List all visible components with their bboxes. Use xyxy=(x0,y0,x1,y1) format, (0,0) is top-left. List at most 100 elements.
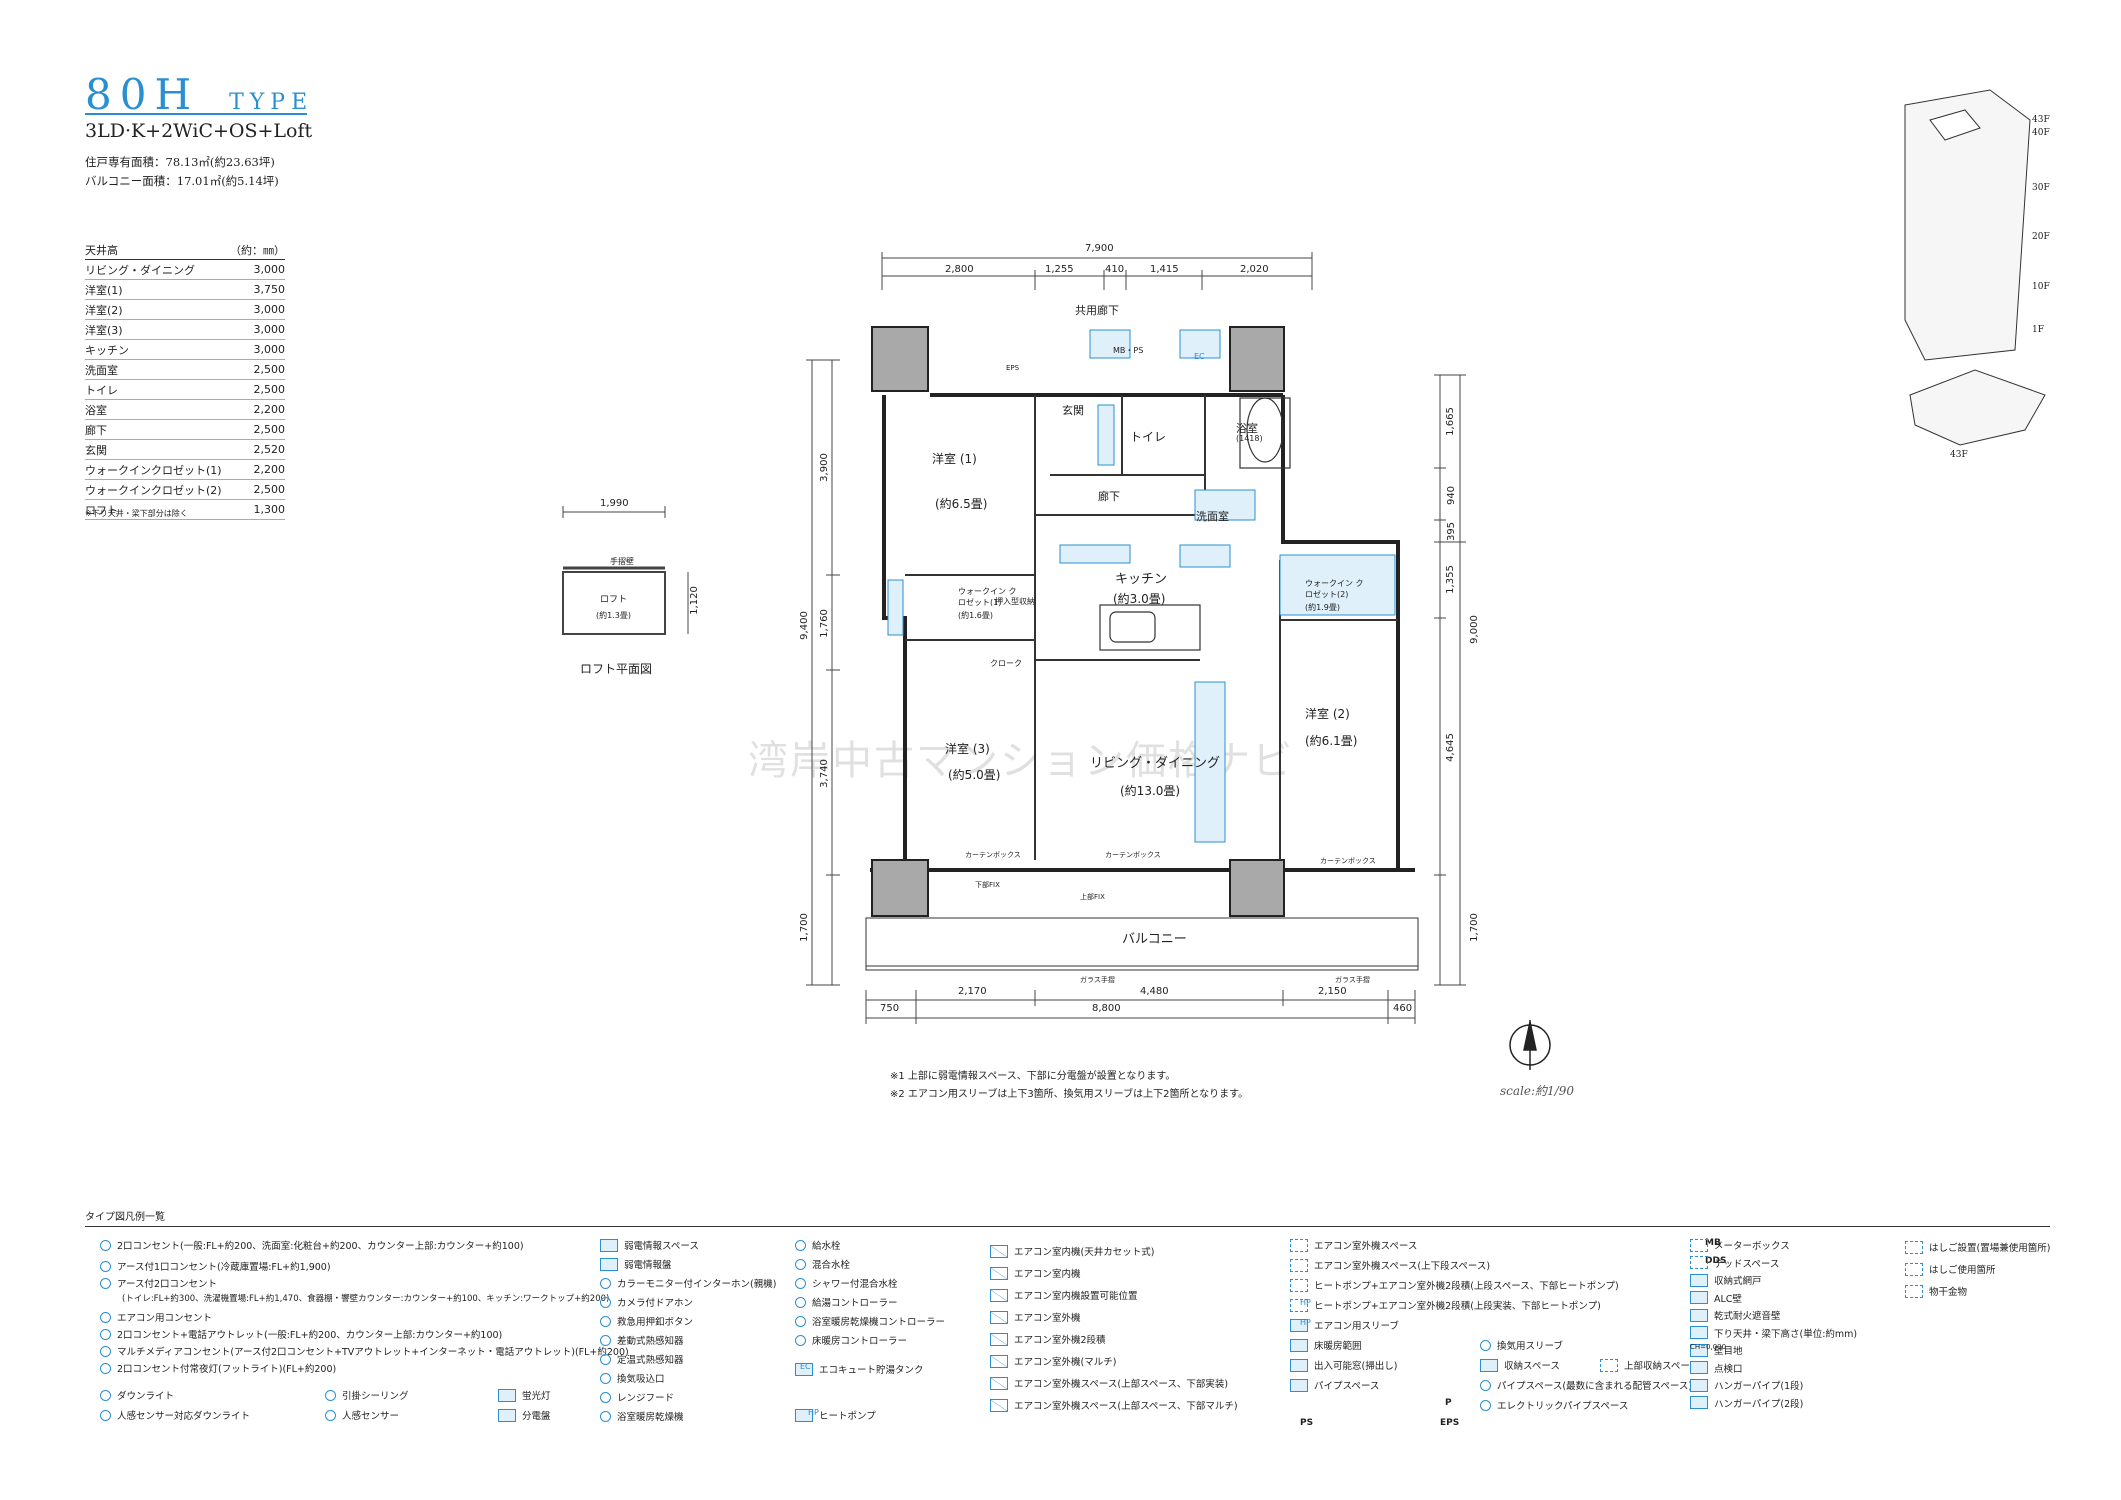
legend-symbol-icon xyxy=(1290,1298,1308,1312)
floor-30: 30F xyxy=(2032,183,2050,193)
legend-item: エアコン室外機 xyxy=(990,1310,1081,1324)
dim-left-total: 9,400 xyxy=(798,611,810,640)
glass-rail-2: ガラス手摺 xyxy=(1335,976,1370,984)
legend-item: アース付1口コンセント(冷蔵庫置場:FL+約1,900) xyxy=(100,1259,331,1273)
legend-item: 点検口 xyxy=(1690,1361,1743,1375)
legend-symbol-icon xyxy=(1690,1396,1708,1409)
loft-room: ロフト xyxy=(600,595,628,605)
legend-symbol-icon xyxy=(600,1296,611,1308)
dim-right-total: 9,000 xyxy=(1468,615,1480,644)
legend-item: 弱電情報スペース xyxy=(600,1238,699,1252)
legend-label: 引掛シーリング xyxy=(342,1391,409,1402)
legend-item: レンジフード xyxy=(600,1390,674,1404)
dim-right-6: 1,700 xyxy=(1468,913,1480,942)
legend-symbol-icon xyxy=(1905,1284,1923,1298)
legend-symbol-icon xyxy=(100,1409,111,1421)
loft-width-dim: 1,990 xyxy=(600,498,629,509)
legend-item: 弱電情報盤 xyxy=(600,1257,672,1271)
legend-symbol-icon xyxy=(990,1266,1008,1280)
ceiling-value: 3,000 xyxy=(227,339,285,360)
legend-title: タイプ図凡例一覧 xyxy=(85,1212,165,1223)
note-1: ※1 上部に弱電情報スペース、下部に分電盤が設置となります。 xyxy=(890,1071,1176,1082)
legend-label: エアコン室外機スペース(上下段スペース) xyxy=(1314,1261,1491,1272)
legend-label: メーターボックス xyxy=(1714,1241,1790,1252)
legend-item: 引掛シーリング xyxy=(325,1388,409,1402)
legend-item: アース付2口コンセント xyxy=(100,1276,217,1290)
room-kitchen: キッチン xyxy=(1115,572,1168,587)
legend-label: はしご使用箇所 xyxy=(1929,1265,1996,1276)
legend-symbol-icon xyxy=(1290,1378,1308,1392)
room-western2: 洋室 (2) xyxy=(1305,707,1350,721)
dim-bottom-2: 2,170 xyxy=(958,986,987,997)
ceiling-room: 玄関 xyxy=(85,439,228,460)
legend-label: 収納式網戸 xyxy=(1714,1276,1762,1287)
legend-symbol-icon xyxy=(600,1372,611,1384)
floor-43: 43F xyxy=(2032,115,2050,125)
legend-label: ダウンライト xyxy=(117,1391,175,1402)
legend-symbol-icon xyxy=(1690,1361,1708,1374)
ceiling-room: リビング・ダイニング xyxy=(85,259,228,280)
ceiling-table-note: ※下り天井・梁下部分は除く xyxy=(85,509,188,518)
legend-label: マルチメディアコンセント(アース付2口コンセント+TVアウトレット+インターネッ… xyxy=(117,1347,629,1358)
room-wic1-size: (約1.6畳) xyxy=(958,611,993,620)
loft-caption: ロフト平面図 xyxy=(580,662,653,676)
legend-label: カメラ付ドアホン xyxy=(617,1298,694,1309)
legend-label: 床暖房範囲 xyxy=(1314,1341,1362,1352)
room-bath: 浴室 xyxy=(1236,422,1258,435)
ceiling-room: 廊下 xyxy=(85,419,228,440)
legend-symbol-icon xyxy=(1290,1358,1308,1372)
legend-label: シャワー付混合水栓 xyxy=(812,1279,898,1290)
legend-item: エアコン室外機スペース xyxy=(1290,1238,1417,1252)
legend-ec-code: EC xyxy=(800,1362,811,1371)
dim-right-5: 4,645 xyxy=(1444,733,1456,762)
legend-item: 壁目地 xyxy=(1690,1343,1743,1357)
legend-label: パイプスペース(最数に含まれる配管スペース) xyxy=(1497,1381,1693,1392)
room-wic1: ウォークイン クロゼット(1) xyxy=(958,587,1017,607)
legend-label: パイプスペース xyxy=(1314,1381,1380,1392)
legend-item: 換気用スリーブ xyxy=(1480,1338,1563,1352)
legend-label: 上部収納スペース xyxy=(1624,1361,1699,1372)
scale-label: scale:約1/90 xyxy=(1500,1084,1574,1098)
legend-item: 人感センサー xyxy=(325,1408,399,1422)
dim-left-2: 1,760 xyxy=(818,609,830,638)
legend-label: 物干金物 xyxy=(1929,1287,1968,1298)
legend-symbol-icon xyxy=(100,1260,111,1272)
legend-item: 床暖房コントローラー xyxy=(795,1333,907,1347)
legend-symbol-icon xyxy=(795,1315,806,1327)
legend-item: 上部収納スペース xyxy=(1600,1358,1699,1372)
legend-item: 床暖房範囲 xyxy=(1290,1338,1362,1352)
legend-label: エレクトリックパイプスペース xyxy=(1497,1401,1629,1412)
area-private: 住戸専有面積：78.13㎡(約23.63坪) xyxy=(85,155,275,169)
legend-item: 物干金物 xyxy=(1905,1284,1967,1298)
legend-symbol-icon xyxy=(1690,1343,1708,1357)
legend-symbol-icon xyxy=(100,1328,111,1340)
legend-item: ハンガーパイプ(2段) xyxy=(1690,1396,1803,1410)
legend-item: 給水栓 xyxy=(795,1238,841,1252)
ceiling-value: 2,200 xyxy=(227,399,285,420)
legend-symbol-icon xyxy=(1290,1238,1308,1252)
legend-symbol-icon xyxy=(1480,1399,1491,1411)
legend-label: 浴室暖房乾燥機コントローラー xyxy=(812,1317,946,1328)
legend-item: 給湯コントローラー xyxy=(795,1295,898,1309)
legend-symbol-icon xyxy=(100,1362,111,1374)
legend-item: エアコン室外機(マルチ) xyxy=(990,1354,1116,1368)
legend-ch-code: CH=0,000 xyxy=(1690,1343,1727,1351)
legend-label: エアコン室外機スペース xyxy=(1314,1241,1418,1252)
loft-height-dim: 1,120 xyxy=(688,586,700,615)
legend-item: 下り天井・梁下高さ(単位:約mm) xyxy=(1690,1326,1857,1340)
legend-label: 壁目地 xyxy=(1714,1346,1743,1357)
legend-symbol-icon xyxy=(990,1288,1008,1302)
legend-symbol-icon xyxy=(1480,1358,1498,1372)
legend-symbol-icon xyxy=(498,1408,516,1422)
legend-symbol-icon xyxy=(990,1354,1008,1368)
legend-label: 下り天井・梁下高さ(単位:約mm) xyxy=(1714,1328,1858,1340)
title-rule xyxy=(85,113,307,115)
area-balcony: バルコニー面積：17.01㎡(約5.14坪) xyxy=(85,174,279,188)
legend-item: 混合水栓 xyxy=(795,1257,850,1271)
legend-item: 定温式熱感知器 xyxy=(600,1352,684,1366)
legend-item: エアコン室外機2段積 xyxy=(990,1332,1106,1346)
legend-item: エレクトリックパイプスペース xyxy=(1480,1398,1628,1412)
ceiling-value: 2,500 xyxy=(227,479,285,500)
